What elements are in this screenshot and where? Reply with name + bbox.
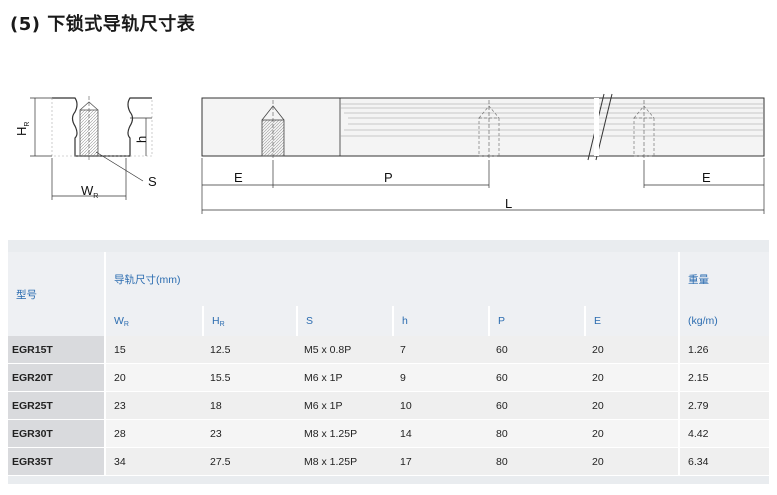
table-row: EGR35T 34 27.5 M8 x 1.25P 17 80 20 6.34 (8, 448, 769, 476)
page-title: (5) 下锁式导轨尺寸表 (10, 14, 196, 35)
cell-wr: 15 (104, 336, 202, 364)
table-row: EGR30T 28 23 M8 x 1.25P 14 80 20 4.42 (8, 420, 769, 448)
cross-section-outline (52, 97, 152, 157)
cell-wr: 20 (104, 364, 202, 392)
cell-s: M6 x 1P (296, 364, 392, 392)
label-s: S (148, 174, 157, 189)
cell-e: 20 (584, 448, 678, 476)
cell-weight: 2.79 (678, 392, 769, 420)
header-h: h (392, 306, 488, 336)
rail-drawing: HR h S WR E P E L (14, 93, 765, 214)
cell-weight: 1.26 (678, 336, 769, 364)
cell-s: M8 x 1.25P (296, 448, 392, 476)
cell-e: 20 (584, 336, 678, 364)
cell-model: EGR35T (8, 448, 104, 476)
label-hr: HR (14, 122, 31, 136)
cell-model: EGR15T (8, 336, 104, 364)
cell-hr: 18 (202, 392, 296, 420)
cell-wr: 34 (104, 448, 202, 476)
cell-h: 9 (392, 364, 488, 392)
cell-hr: 23 (202, 420, 296, 448)
cell-e: 20 (584, 420, 678, 448)
header-e: E (584, 306, 678, 336)
cell-h: 7 (392, 336, 488, 364)
cell-h: 10 (392, 392, 488, 420)
table-row: EGR15T 15 12.5 M5 x 0.8P 7 60 20 1.26 (8, 336, 769, 364)
header-wr: WR (104, 306, 202, 336)
label-l: L (505, 196, 512, 211)
header-p: P (488, 306, 584, 336)
cell-model: EGR20T (8, 364, 104, 392)
rail-cross-section (30, 96, 153, 200)
cell-p: 80 (488, 448, 584, 476)
label-e-left: E (234, 170, 243, 185)
cell-model: EGR30T (8, 420, 104, 448)
cell-p: 80 (488, 420, 584, 448)
label-p: P (384, 170, 393, 185)
cell-s: M5 x 0.8P (296, 336, 392, 364)
header-hr: HR (202, 306, 296, 336)
header-weight-unit: (kg/m) (678, 306, 769, 336)
label-wr: WR (81, 183, 98, 200)
rail-side-view (201, 93, 765, 214)
header-s: S (296, 306, 392, 336)
table-row: EGR20T 20 15.5 M6 x 1P 9 60 20 2.15 (8, 364, 769, 392)
label-e-right: E (702, 170, 711, 185)
header-model: 型号 (8, 252, 104, 336)
cell-p: 60 (488, 336, 584, 364)
cell-hr: 15.5 (202, 364, 296, 392)
cell-s: M6 x 1P (296, 392, 392, 420)
cell-weight: 2.15 (678, 364, 769, 392)
cell-wr: 23 (104, 392, 202, 420)
cell-h: 14 (392, 420, 488, 448)
rail-dimension-table: 型号 导轨尺寸(mm) 重量 WR HR S h P E (kg/m) EGR1… (8, 240, 769, 484)
label-h-small: h (134, 136, 149, 143)
table-row: EGR25T 23 18 M6 x 1P 10 60 20 2.79 (8, 392, 769, 420)
cell-weight: 6.34 (678, 448, 769, 476)
cell-s: M8 x 1.25P (296, 420, 392, 448)
header-weight: 重量 (678, 252, 769, 306)
cell-hr: 27.5 (202, 448, 296, 476)
cell-weight: 4.42 (678, 420, 769, 448)
cell-model: EGR25T (8, 392, 104, 420)
cell-h: 17 (392, 448, 488, 476)
cross-section-envelope (51, 98, 153, 157)
cell-p: 60 (488, 364, 584, 392)
cell-wr: 28 (104, 420, 202, 448)
cell-p: 60 (488, 392, 584, 420)
cell-e: 20 (584, 364, 678, 392)
cell-hr: 12.5 (202, 336, 296, 364)
header-rail-dimensions: 导轨尺寸(mm) (104, 252, 678, 306)
cell-e: 20 (584, 392, 678, 420)
